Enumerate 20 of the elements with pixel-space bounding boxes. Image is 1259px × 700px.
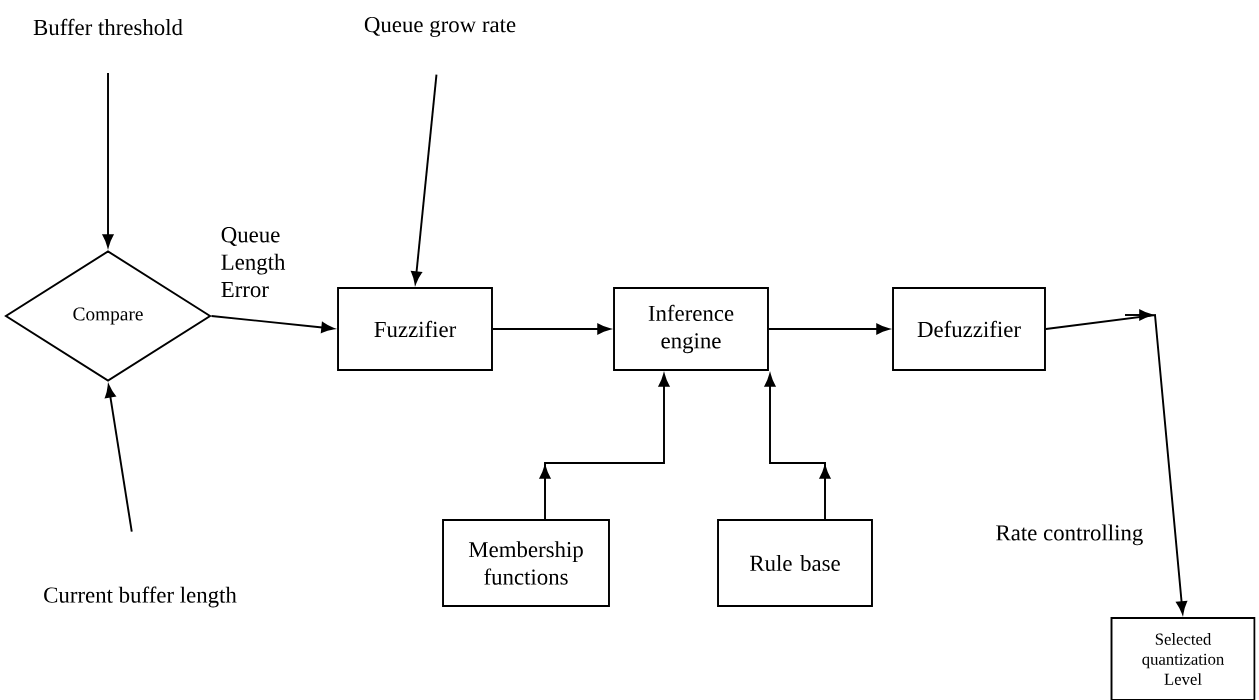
- process-box: Selected quantization Level: [1110, 617, 1256, 700]
- input-label: Buffer threshold: [33, 18, 183, 36]
- arrow: [768, 323, 890, 335]
- process-box: Membership functions: [442, 519, 610, 607]
- edge-label: Queue Length Error: [218, 225, 298, 300]
- arrow: [1045, 309, 1187, 615]
- arrow: [102, 72, 114, 248]
- process-box: Rule base: [717, 519, 873, 607]
- edge-label: Rate controlling: [993, 522, 1146, 548]
- process-box: Defuzzifier: [892, 287, 1046, 371]
- input-label: Current buffer length: [44, 586, 237, 608]
- arrow: [539, 373, 670, 520]
- process-box: Inference engine: [613, 287, 769, 371]
- arrow: [105, 384, 133, 533]
- arrow: [210, 315, 335, 333]
- arrow: [492, 323, 611, 335]
- input-label: Queue grow rate: [364, 16, 516, 38]
- process-box: Fuzzifier: [337, 287, 493, 371]
- arrow: [411, 73, 438, 285]
- arrow: [764, 373, 831, 520]
